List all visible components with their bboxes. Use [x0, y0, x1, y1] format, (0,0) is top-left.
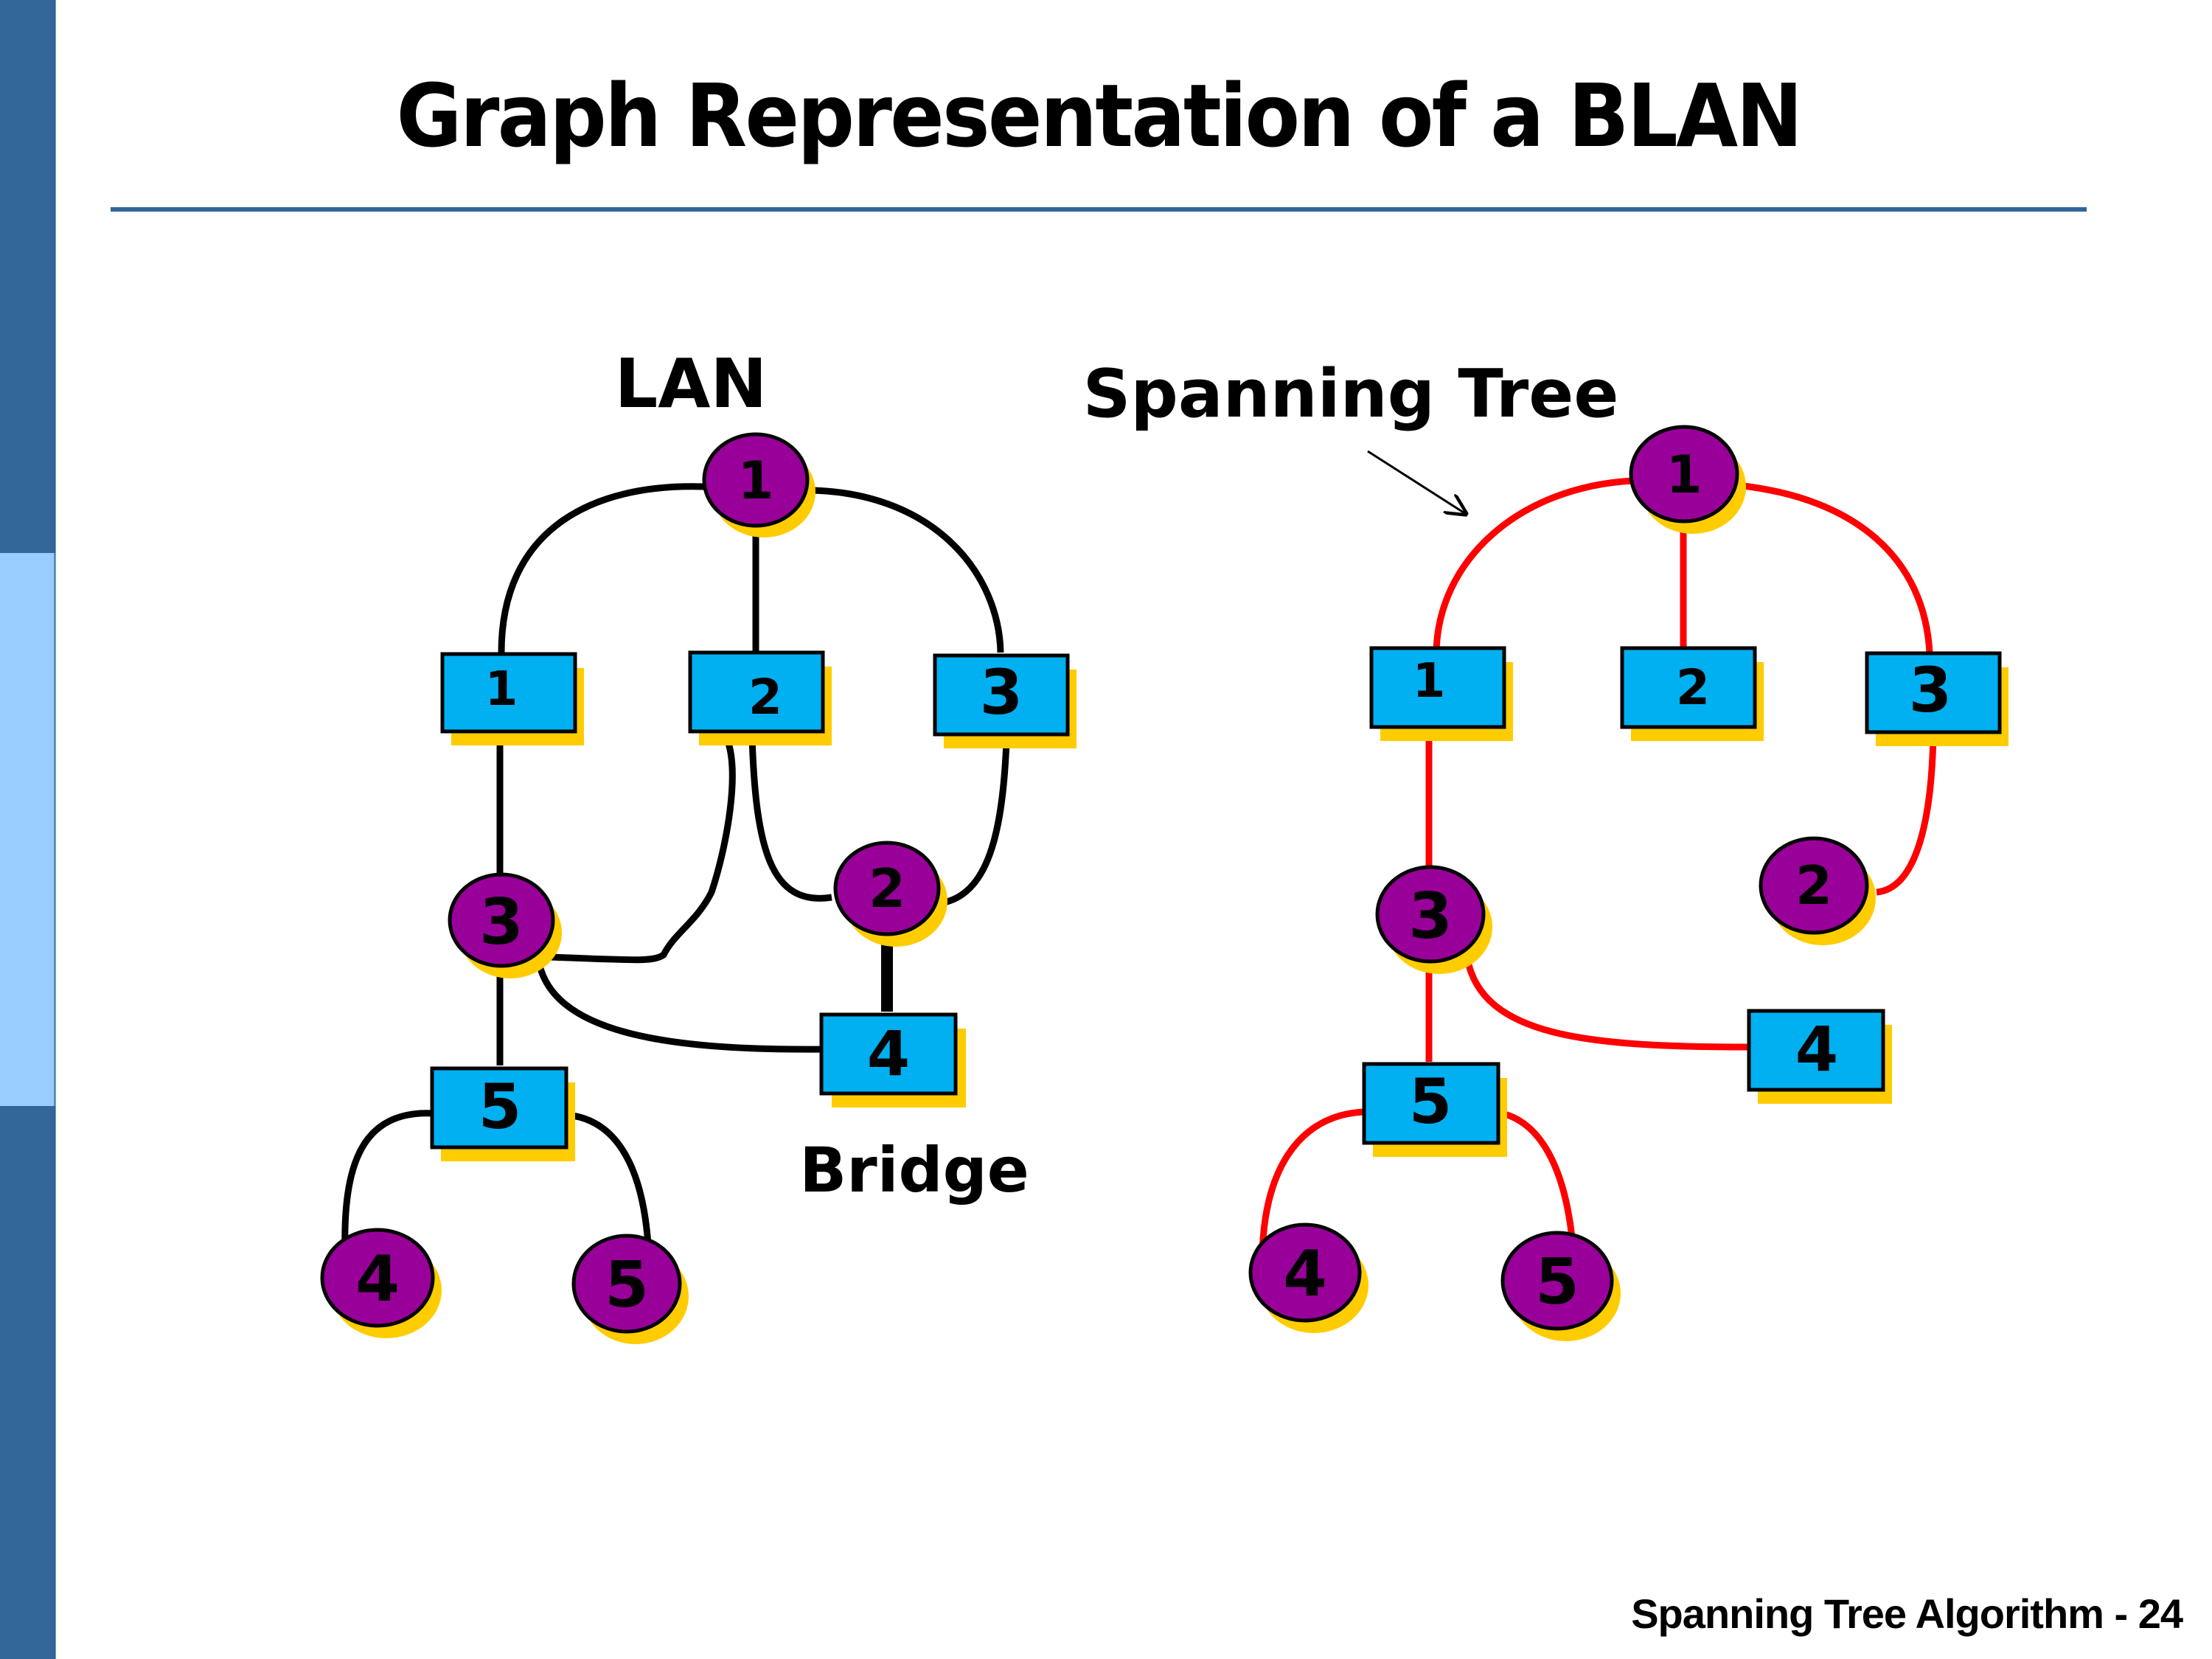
tree-lan-node-3: 3 — [1375, 865, 1492, 974]
bridge-3: 3 — [933, 653, 1077, 748]
bridge-5: 5 — [430, 1066, 575, 1161]
tree-lan-node-5: 5 — [1500, 1231, 1621, 1341]
tree-edge-bridge5-lan4 — [1259, 1108, 1365, 1262]
tree-bridge-3-label: 3 — [1909, 654, 1952, 726]
edge-bridge3-lan2 — [939, 740, 1010, 907]
tree-bridge-1-label: 1 — [1413, 654, 1446, 709]
bridge-1: 1 — [440, 652, 584, 745]
sidebar-decoration — [0, 0, 56, 1659]
edge-bridge2-lan3 — [535, 736, 736, 964]
bridge-1-label: 1 — [485, 662, 518, 717]
lan-node-1-label: 1 — [738, 451, 774, 511]
edge-bridge2-lan2 — [748, 737, 832, 902]
bridge-caption: Bridge — [799, 1134, 1029, 1206]
tree-bridge-1: 1 — [1369, 646, 1513, 741]
lan-node-4-label: 4 — [355, 1242, 400, 1316]
tree-edge-lan1-bridge1 — [1433, 477, 1634, 653]
tree-bridge-4-label: 4 — [1795, 1013, 1838, 1085]
tree-bridge-3: 3 — [1865, 651, 2008, 746]
lan-node-5: 5 — [571, 1234, 689, 1344]
lan-node-3: 3 — [448, 872, 562, 978]
lan-node-1: 1 — [702, 432, 815, 538]
lan-node-2-label: 2 — [869, 858, 905, 919]
title-rule — [111, 207, 2087, 212]
lan-graph-label: LAN — [615, 344, 768, 423]
tree-lan-node-2: 2 — [1759, 836, 1876, 945]
tree-lan-node-1-label: 1 — [1666, 445, 1703, 505]
lan-node-3-label: 3 — [479, 886, 524, 959]
tree-lan-node-5-label: 5 — [1535, 1245, 1579, 1319]
edge-bridge5-lan5 — [566, 1111, 653, 1258]
tree-lan-node-4: 4 — [1248, 1222, 1368, 1333]
spanning-tree-graph: Spanning Tree 1 3 2 — [1083, 355, 2008, 1341]
sidebar-band-top — [0, 0, 55, 553]
arrow-icon — [1367, 450, 1466, 514]
tree-bridge-2-label: 2 — [1676, 659, 1710, 716]
bridge-2-label: 2 — [748, 669, 782, 726]
edge-lan1-bridge1 — [498, 483, 705, 653]
tree-lan-node-1: 1 — [1629, 425, 1746, 534]
sidebar-band-bottom — [0, 1106, 55, 1659]
lan-graph-edges — [341, 483, 1010, 1258]
tree-bridge-5-label: 5 — [1409, 1065, 1452, 1138]
lan-graph: LAN 1 3 2 — [320, 344, 1077, 1344]
tree-bridge-5: 5 — [1362, 1062, 1507, 1157]
slide-title: Graph Representation of a BLAN — [396, 65, 1804, 167]
tree-lan-node-4-label: 4 — [1283, 1237, 1327, 1311]
bridge-4: 4 — [819, 1012, 966, 1107]
bridge-2: 2 — [688, 650, 832, 745]
lan-node-5-label: 5 — [605, 1248, 649, 1322]
bridge-5-label: 5 — [479, 1071, 521, 1143]
sidebar-band-middle — [0, 553, 55, 1106]
tree-bridge-4: 4 — [1747, 1009, 1892, 1104]
tree-lan-node-2-label: 2 — [1795, 855, 1832, 917]
edge-lan1-bridge3 — [812, 487, 1004, 653]
lan-node-4: 4 — [320, 1228, 442, 1338]
tree-edge-lan1-bridge3 — [1736, 481, 1933, 653]
tree-lan-node-3-label: 3 — [1408, 880, 1453, 953]
bridge-4-label: 4 — [867, 1018, 910, 1090]
sidebar-edge — [54, 0, 56, 1659]
edge-bridge5-lan4 — [341, 1110, 434, 1254]
spanning-tree-label: Spanning Tree — [1083, 355, 1619, 433]
tree-edge-bridge3-lan2 — [1876, 733, 1937, 896]
bridge-3-label: 3 — [980, 656, 1023, 728]
tree-edge-lan3-bridge4 — [1464, 958, 1750, 1051]
edge-lan3-bridge4 — [535, 958, 824, 1053]
slide-footer: Spanning Tree Algorithm - 24 — [1631, 1590, 2183, 1637]
lan-node-2: 2 — [833, 841, 947, 947]
tree-bridge-2: 2 — [1620, 646, 1764, 741]
